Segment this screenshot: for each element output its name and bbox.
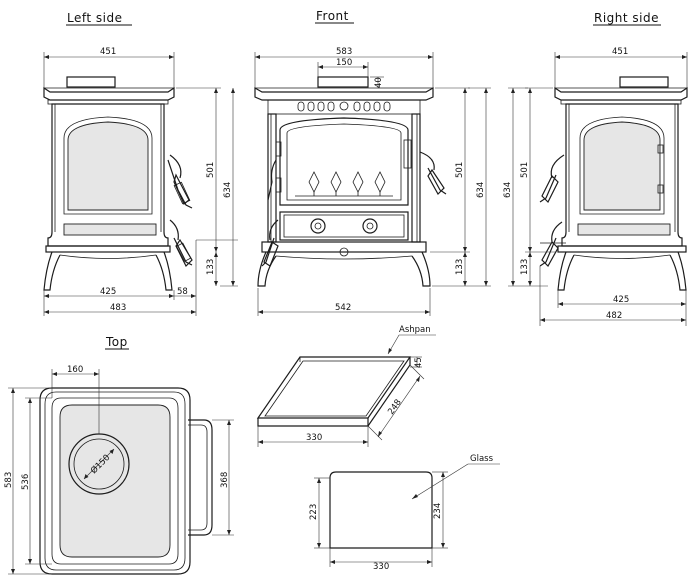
view-titles: Left side Front Right side Top	[66, 9, 661, 350]
dim-front-flue-height: 40	[374, 77, 384, 88]
right-bottom-panel	[577, 223, 671, 236]
left-ash-handle	[169, 219, 193, 268]
dim-right-width-top: 451	[612, 47, 628, 57]
dim-front-leg-height: 133	[455, 259, 465, 275]
right-ash-handle	[539, 221, 566, 267]
left-top-plate	[43, 86, 175, 101]
front-door-glass	[286, 123, 402, 201]
dim-right-overall-width: 482	[606, 311, 622, 321]
left-side-view: 451 501 634 133 425 58 483	[43, 47, 238, 316]
front-leg-right	[411, 251, 431, 287]
front-view: 583 150 40 501 634 133 542	[254, 47, 491, 316]
dim-front-height-body: 501	[455, 162, 465, 178]
left-bottom-panel	[63, 223, 157, 236]
left-side-glass-panel	[67, 121, 149, 211]
dim-ashpan-depth: 248	[386, 398, 404, 417]
dim-left-width-top: 451	[100, 47, 116, 57]
front-flue-collar	[317, 76, 369, 88]
dim-top-handle-span: 368	[220, 472, 230, 488]
right-flue-collar	[619, 76, 669, 88]
front-door	[279, 117, 409, 206]
dim-right-leg-height: 133	[520, 259, 530, 275]
title-right-side: Right side	[594, 11, 659, 25]
dim-top-flue-offset: 160	[67, 365, 83, 375]
dim-left-height-total: 634	[223, 182, 233, 198]
ashpan-front-face	[257, 418, 369, 427]
title-front: Front	[316, 9, 349, 23]
dim-left-base-width: 425	[100, 287, 116, 297]
top-view-outer-plate	[39, 387, 191, 575]
glass-label: Glass	[470, 454, 494, 464]
dim-right-height-body: 501	[520, 162, 530, 178]
right-side-glass-panel	[583, 121, 661, 211]
front-ash-handle-left	[261, 219, 279, 267]
dim-right-base-width: 425	[613, 295, 629, 305]
front-spin-vent-right	[362, 218, 378, 234]
dim-ashpan-height: 45	[414, 357, 424, 368]
top-view-hotplate	[59, 404, 171, 558]
top-view: Ø150 160 583 536 368	[4, 365, 234, 575]
glass-panel	[329, 471, 433, 549]
ashpan-side-face	[367, 357, 411, 427]
left-leg-front	[43, 251, 61, 291]
dim-glass-width: 330	[373, 562, 389, 572]
dim-top-depth-inner: 536	[21, 474, 31, 490]
dim-front-height-total: 634	[476, 182, 486, 198]
front-air-vents	[297, 101, 391, 112]
dim-front-base-width: 542	[335, 303, 351, 313]
dim-left-height-body: 501	[206, 162, 216, 178]
dim-left-overall-width: 483	[110, 303, 126, 313]
top-view-door-handle	[188, 419, 213, 536]
glass-view: Glass 223 234 330	[309, 454, 500, 572]
front-air-control-knob	[339, 101, 349, 111]
dim-left-leg-height: 133	[206, 259, 216, 275]
dim-glass-height-left: 223	[309, 504, 319, 520]
left-leg-back	[155, 251, 173, 291]
title-top: Top	[105, 335, 128, 349]
dim-glass-height-right: 234	[433, 503, 443, 519]
dim-right-height-total: 634	[503, 182, 513, 198]
right-leg-front	[557, 251, 575, 291]
left-door-handle	[167, 154, 193, 209]
right-top-plate	[554, 86, 688, 101]
dim-ashpan-length: 330	[306, 433, 322, 443]
front-fire-grate	[295, 171, 393, 197]
left-flue-collar	[66, 76, 116, 88]
front-spin-vent-left	[310, 218, 326, 234]
dim-front-flue-width: 150	[336, 58, 352, 68]
dim-top-depth-outer: 583	[4, 472, 14, 488]
front-top-plate	[254, 86, 434, 101]
title-left-side: Left side	[67, 11, 122, 25]
dim-left-offset: 58	[177, 287, 188, 297]
front-riddler-knob	[339, 247, 349, 257]
front-door-handle-left	[267, 159, 277, 201]
dim-front-width-top: 583	[336, 47, 352, 57]
front-door-handle-right	[419, 151, 447, 195]
front-ash-door	[279, 211, 409, 241]
ashpan-view: Ashpan 330 248 45	[256, 325, 436, 447]
ashpan-label: Ashpan	[399, 325, 431, 335]
right-door-handle	[539, 154, 565, 204]
right-leg-back	[669, 251, 687, 291]
right-side-view: 451 501 634 133 425 482	[503, 47, 688, 326]
